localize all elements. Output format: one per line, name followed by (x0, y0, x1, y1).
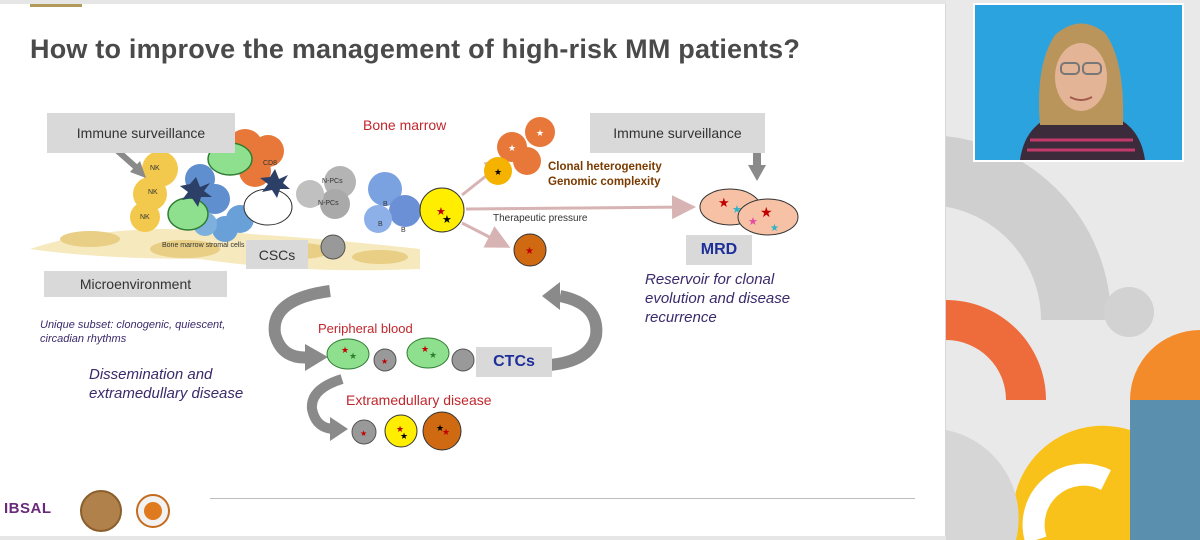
svg-text:★: ★ (381, 357, 388, 366)
cell-label-nk: NK (140, 214, 150, 221)
svg-text:★: ★ (396, 424, 404, 434)
dissemination-line2: extramedullary disease (89, 385, 244, 402)
reservoir-text-line1: Reservoir for clonal (645, 271, 775, 288)
svg-text:★: ★ (536, 128, 544, 138)
presentation-slide: How to improve the management of high-ri… (0, 4, 946, 536)
ibsal-logo: IBSAL (4, 500, 52, 517)
svg-text:★: ★ (341, 345, 349, 355)
microenvironment-box: Microenvironment (44, 271, 227, 297)
svg-text:★: ★ (442, 214, 452, 226)
unique-subset-line2: circadian rhythms (40, 333, 127, 345)
stromal-cells-label: Bone marrow stromal cells (162, 242, 245, 249)
cell-label-npcs: N-PCs (322, 178, 343, 185)
svg-text:★: ★ (400, 431, 408, 441)
svg-text:★: ★ (360, 429, 367, 438)
svg-text:★: ★ (525, 246, 534, 257)
ctcs-box: CTCs (476, 347, 552, 377)
svg-text:★: ★ (349, 351, 357, 361)
svg-text:★: ★ (429, 350, 437, 360)
bone-marrow-label: Bone marrow (363, 117, 447, 133)
therapeutic-pressure-label: Therapeutic pressure (493, 213, 588, 224)
svg-text:★: ★ (436, 206, 446, 218)
cell-label-b: B (383, 201, 388, 208)
svg-text:★: ★ (748, 216, 758, 228)
svg-text:★: ★ (718, 195, 730, 210)
svg-text:★: ★ (442, 427, 450, 437)
reservoir-text-line3: recurrence (645, 309, 717, 326)
immune-surveillance-right-box: Immune surveillance (590, 113, 765, 153)
mrd-box: MRD (686, 235, 752, 265)
svg-text:★: ★ (436, 423, 444, 433)
svg-text:★: ★ (770, 223, 779, 234)
cell-label-npcs: N-PCs (318, 200, 339, 207)
unique-subset-line1: Unique subset: clonogenic, quiescent, (40, 319, 226, 331)
mm-diagram: ★ ★ ★ ★ ★ ★ (0, 99, 946, 479)
institution-logo-icon (136, 494, 170, 528)
svg-text:★: ★ (508, 143, 516, 153)
cell-label-b: B (378, 221, 383, 228)
dissemination-line1: Dissemination and (89, 366, 213, 383)
immune-surveillance-left-box: Immune surveillance (47, 113, 235, 153)
cell-label-nk: NK (148, 189, 158, 196)
webcam-video-feed (973, 3, 1184, 162)
cscs-box: CSCs (246, 240, 308, 269)
svg-text:★: ★ (732, 204, 742, 216)
university-seal-icon (80, 490, 122, 532)
genomic-complexity-label: Genomic complexity (548, 176, 661, 188)
svg-text:★: ★ (494, 167, 502, 177)
slide-title: How to improve the management of high-ri… (30, 34, 801, 64)
clonal-heterogeneity-label: Clonal heterogeneity (548, 161, 662, 173)
cell-label-b: B (401, 227, 406, 234)
cell-label-cd8: CD8 (263, 160, 278, 167)
diagram-artwork: ★ ★ ★ ★ ★ ★ (30, 117, 799, 451)
title-accent-bar (30, 4, 82, 7)
svg-text:★: ★ (421, 344, 429, 354)
peripheral-blood-label: Peripheral blood (318, 321, 413, 336)
cell-label-nk: NK (150, 165, 160, 172)
extramedullary-disease-label: Extramedullary disease (346, 392, 492, 408)
presenter-video (975, 5, 1182, 160)
footer-divider (210, 498, 915, 499)
reservoir-text-line2: evolution and disease (645, 290, 791, 307)
svg-text:★: ★ (760, 204, 773, 220)
